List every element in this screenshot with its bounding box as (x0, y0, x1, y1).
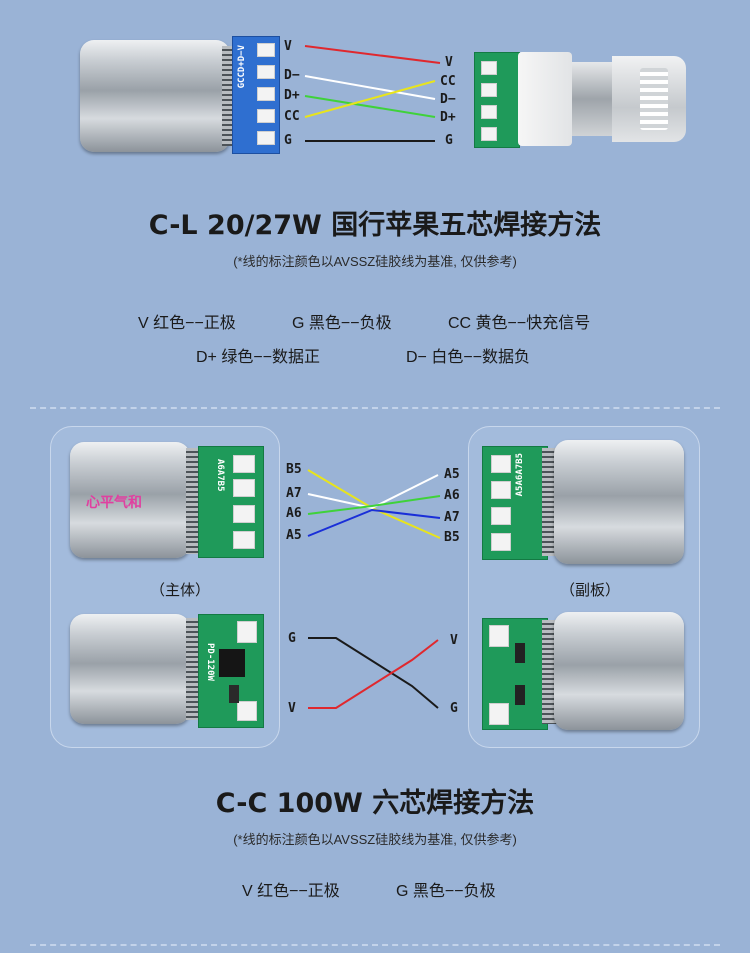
section-note-cl: (*线的标注颜色以AVSSZ硅胶线为基准, 仅供参考) (233, 254, 517, 269)
wire-label-right-dplus: D+ (440, 110, 456, 125)
wire-red-v (308, 639, 439, 709)
wire-white-a7 (307, 474, 439, 510)
wire-label-left-g: G (284, 133, 292, 148)
bottom-divider (30, 944, 720, 946)
chip-component (229, 685, 239, 703)
usb-c-connector-left (80, 40, 230, 152)
pcb-silk-main: A6A7B5 (215, 459, 225, 492)
wire-red-v (304, 45, 441, 64)
wire-label-right-a5: A5 (444, 467, 460, 482)
legend-g-black-cc: G 黑色−−负极 (396, 883, 496, 900)
wire-label-left-a6: A6 (286, 506, 302, 521)
caption-sub-board: （副板） (560, 582, 621, 599)
wire-label-right-a7: A7 (444, 510, 460, 525)
usb-c-connector-sub-data (554, 440, 684, 564)
pcb-silk-power: PD-120W (205, 643, 215, 681)
wire-blue-a5 (307, 508, 441, 537)
section-note-cc: (*线的标注颜色以AVSSZ硅胶线为基准, 仅供参考) (233, 832, 517, 847)
section-divider (30, 407, 720, 409)
wire-yellow-cc (304, 80, 436, 118)
usb-c-connector-main-data (70, 442, 190, 558)
pcb-sub-power (482, 618, 548, 730)
wire-green-a6 (307, 495, 441, 515)
wiring-cc (307, 469, 441, 709)
pcb-sub-data: A5A6A7B5 (482, 446, 548, 560)
lightning-plug-housing (518, 52, 572, 146)
lightning-plug-neck (572, 62, 614, 136)
pcb-main-data: A6A7B5 (198, 446, 264, 558)
wire-white-dminus (304, 75, 436, 100)
usb-c-connector-main-power (70, 614, 190, 724)
legend-g-black: G 黑色−−负极 (292, 315, 392, 332)
pcb-board-lightning (474, 52, 520, 148)
wire-label-left-dplus: D+ (284, 88, 300, 103)
wire-label-left-b5: B5 (286, 462, 302, 477)
wire-label-right-g: G (450, 701, 458, 716)
wire-green-dplus (304, 95, 436, 118)
wire-label-right-g: G (445, 133, 453, 148)
wire-label-right-v: V (445, 55, 453, 70)
legend-v-red-cc: V 红色−−正极 (242, 883, 340, 900)
connector-pins (222, 46, 234, 146)
wire-label-right-a6: A6 (444, 488, 460, 503)
wire-label-right-v: V (450, 633, 458, 648)
watermark-text: 心平气和 (86, 494, 142, 510)
wire-label-left-cc: CC (284, 109, 300, 124)
legend-dminus-white: D− 白色−−数据负 (406, 349, 531, 366)
legend-cc-yellow: CC 黄色−−快充信号 (448, 315, 591, 332)
resistor-component (515, 643, 525, 663)
pcb-main-power: PD-120W (198, 614, 264, 728)
wire-label-left-a5: A5 (286, 528, 302, 543)
legend-dplus-green: D+ 绿色−−数据正 (196, 349, 321, 366)
wire-label-left-v: V (288, 701, 296, 716)
usb-c-connector-sub-power (554, 612, 684, 730)
lightning-plug-tip (612, 56, 686, 142)
wire-label-left-a7: A7 (286, 486, 302, 501)
chip-ic (219, 649, 245, 677)
wire-black-g (308, 637, 439, 709)
pcb-board-cl-left: GCCD+D−V (232, 36, 280, 154)
wire-label-left-v: V (284, 39, 292, 54)
wire-label-right-cc: CC (440, 74, 456, 89)
resistor-component (515, 685, 525, 705)
caption-main-board: （主体） (150, 582, 211, 599)
wire-label-right-b5: B5 (444, 530, 460, 545)
section-title-cl: C-L 20/27W 国行苹果五芯焊接方法 (148, 210, 602, 241)
wiring-cl (304, 45, 441, 142)
section-title-cc: C-C 100W 六芯焊接方法 (215, 788, 535, 819)
wire-label-left-dminus: D− (284, 68, 300, 83)
wire-label-right-dminus: D− (440, 92, 456, 107)
wire-label-left-g: G (288, 631, 296, 646)
legend-v-red: V 红色−−正极 (138, 315, 236, 332)
